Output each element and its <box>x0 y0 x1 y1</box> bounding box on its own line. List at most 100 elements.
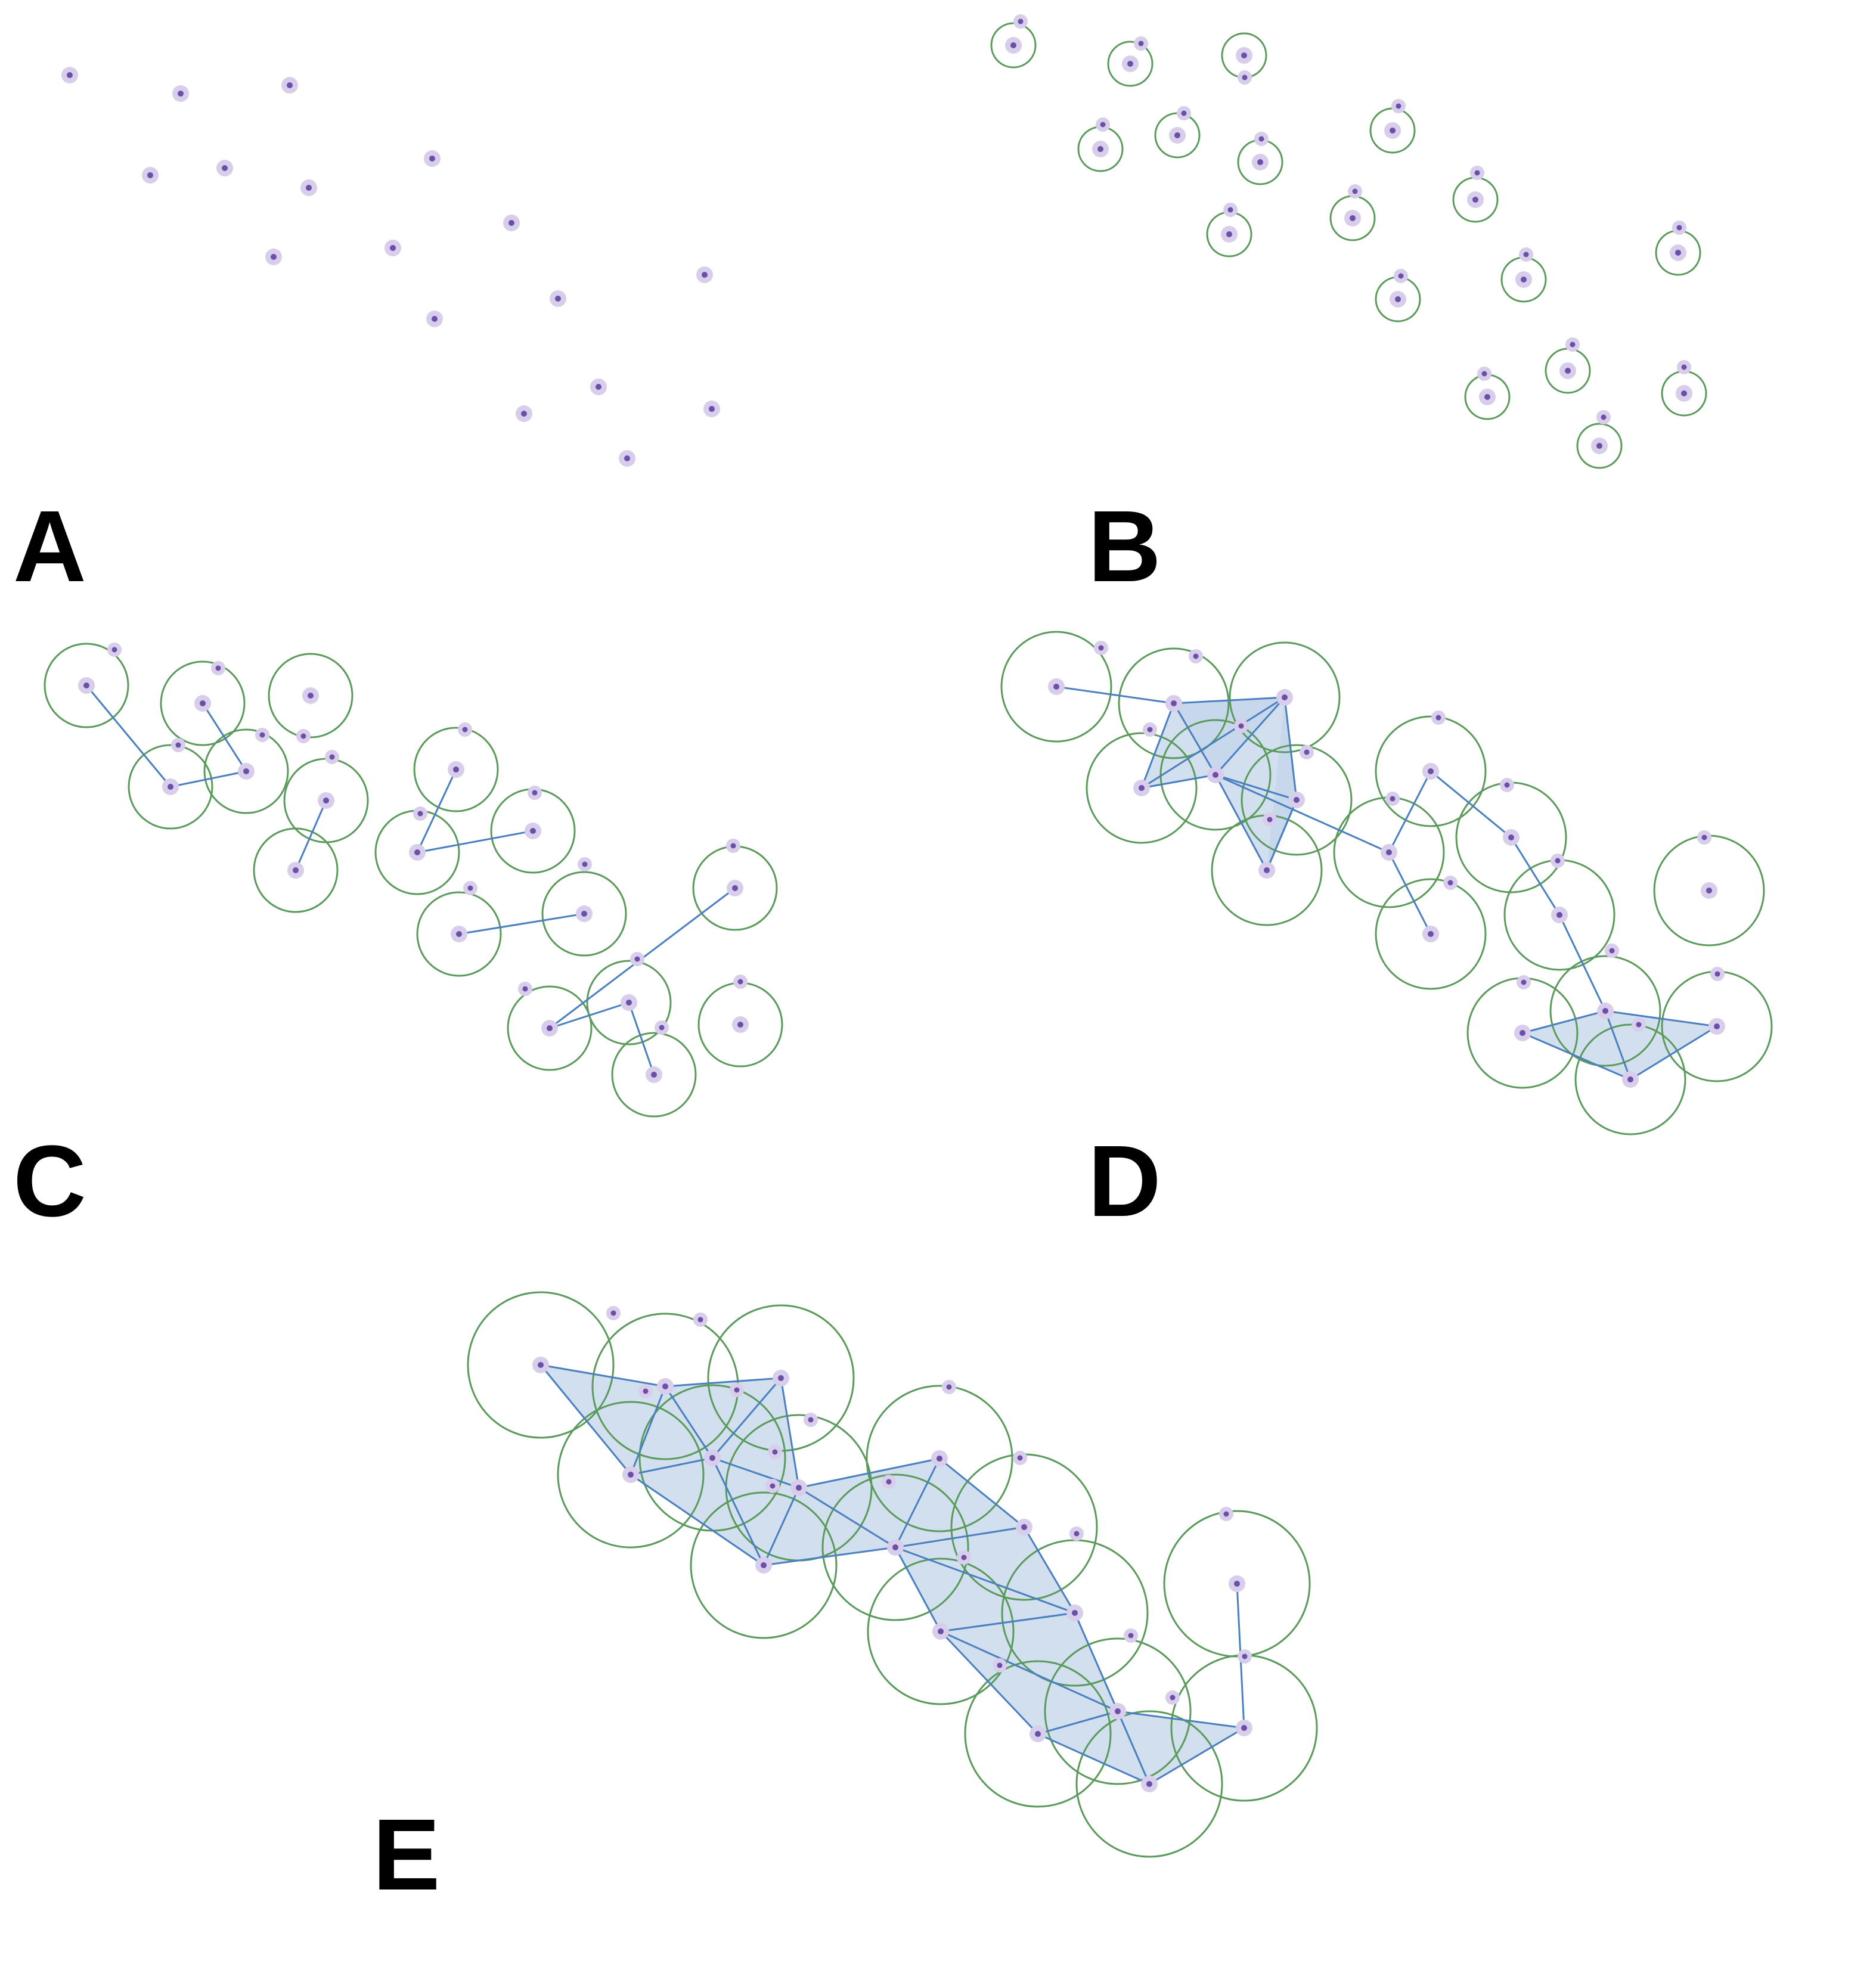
point <box>1474 170 1480 176</box>
radius-circle <box>413 727 499 812</box>
radius-circle <box>1576 423 1623 469</box>
point <box>1241 1725 1247 1731</box>
panel-d <box>1000 631 1773 1135</box>
radius-circle <box>253 827 339 913</box>
point <box>306 185 312 191</box>
point <box>892 1544 898 1550</box>
point <box>287 82 293 88</box>
point <box>453 767 459 772</box>
edge <box>1604 1010 1632 1080</box>
point <box>662 1383 668 1389</box>
point <box>582 861 588 867</box>
radius-circle <box>1574 1023 1686 1135</box>
radius-circle <box>821 1473 969 1621</box>
point <box>1264 867 1270 873</box>
point <box>1127 61 1133 67</box>
simplex <box>665 1378 781 1458</box>
panel-label-c: C <box>13 1125 86 1238</box>
simplex <box>631 1458 764 1565</box>
point <box>961 1555 967 1560</box>
point <box>300 733 306 739</box>
edge <box>1149 1727 1245 1785</box>
point <box>1596 443 1602 449</box>
point <box>1100 122 1106 128</box>
edge <box>416 769 457 853</box>
point <box>200 700 206 706</box>
edge <box>895 1546 1075 1614</box>
point <box>1706 888 1712 893</box>
point <box>111 647 117 653</box>
point <box>1115 1708 1121 1714</box>
point <box>1072 1610 1078 1616</box>
point <box>417 811 423 817</box>
edge <box>1388 771 1432 853</box>
edge <box>1037 1710 1118 1735</box>
point <box>1294 797 1300 803</box>
point <box>538 1362 544 1368</box>
point <box>1428 768 1434 774</box>
point <box>808 1417 814 1423</box>
point <box>1675 250 1681 256</box>
simplex <box>941 1631 1118 1734</box>
edge <box>417 830 534 854</box>
point <box>432 316 438 322</box>
point <box>178 91 184 97</box>
edge <box>201 703 247 772</box>
edge <box>549 1001 630 1029</box>
edge <box>895 1526 1025 1549</box>
point <box>1350 215 1356 221</box>
radius-circle <box>203 728 289 814</box>
point <box>1174 132 1180 138</box>
edge <box>1140 703 1175 789</box>
point <box>730 843 736 849</box>
point <box>329 754 335 760</box>
panel-label-b: B <box>1088 490 1161 603</box>
edge <box>1056 685 1174 705</box>
edge <box>939 1630 1039 1735</box>
edge <box>1074 1612 1119 1712</box>
point <box>175 742 181 748</box>
point <box>1609 948 1615 954</box>
edge <box>762 1487 800 1566</box>
point <box>1267 817 1273 823</box>
radius-circle <box>1086 732 1198 844</box>
point <box>1556 912 1562 918</box>
point <box>1676 225 1682 231</box>
edge <box>798 1457 940 1489</box>
edge <box>630 1386 666 1475</box>
edge <box>540 1364 666 1388</box>
point <box>1146 1781 1152 1787</box>
edge <box>711 1457 765 1566</box>
point <box>1447 880 1453 886</box>
simplex <box>895 1459 1024 1547</box>
edge <box>1214 774 1268 871</box>
point <box>168 784 173 790</box>
point <box>1238 723 1244 729</box>
point <box>1602 1008 1608 1014</box>
point <box>1242 75 1248 80</box>
point <box>147 172 153 178</box>
simplex <box>631 1386 712 1475</box>
point <box>1139 785 1145 791</box>
point <box>772 1449 778 1455</box>
radius-circle <box>44 643 129 728</box>
point <box>1242 1653 1248 1659</box>
point <box>1258 136 1264 142</box>
point <box>610 1310 616 1316</box>
radius-circle <box>1229 641 1341 753</box>
point <box>1428 931 1434 937</box>
edge <box>711 1377 782 1459</box>
radius-circle <box>1375 878 1487 990</box>
radius-circle <box>611 1032 697 1118</box>
radius-circle <box>507 985 593 1071</box>
radius-circle <box>690 1491 838 1639</box>
point <box>1520 1030 1525 1036</box>
point <box>1390 128 1396 134</box>
radius-circle <box>268 653 354 739</box>
edge <box>630 1473 764 1566</box>
point <box>770 1483 776 1489</box>
edge <box>712 1457 799 1489</box>
edge <box>665 1377 782 1388</box>
edge <box>1117 1711 1151 1785</box>
point <box>1390 796 1396 802</box>
